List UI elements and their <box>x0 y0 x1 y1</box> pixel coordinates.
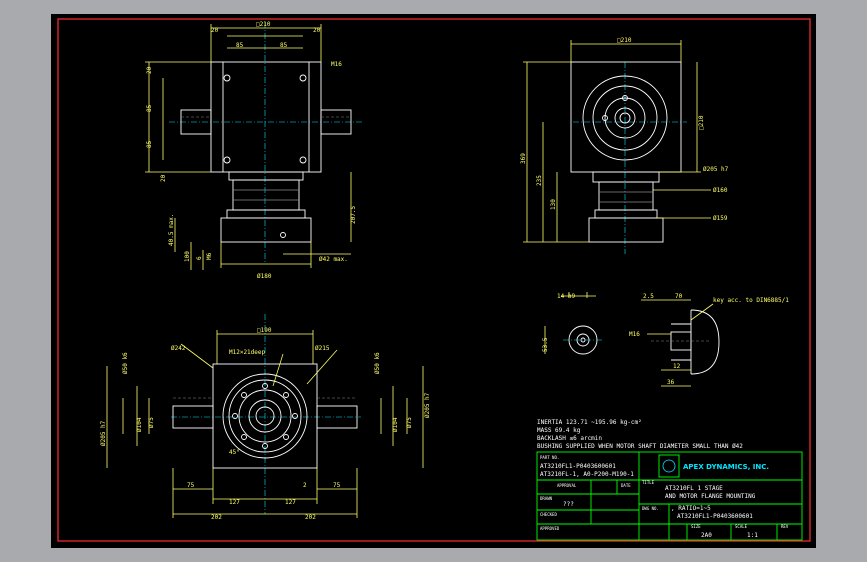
label-drawn: DRAWN <box>540 496 553 501</box>
dim-height-c: 6 <box>196 256 203 260</box>
dim-bolt-a: 85 <box>236 42 244 49</box>
spec-inertia: INERTIA 123.71 ~195.96 kg-cm² <box>537 419 642 426</box>
label-scale: SCALE <box>735 524 748 529</box>
part-no-1: AT3210FL1-P0403600601 <box>540 463 616 470</box>
dim-flange-od: Ø242 <box>171 345 186 352</box>
dim-total-height: 369 <box>520 153 527 164</box>
title-line-1: AT3210FL 1 STAGE <box>665 485 723 492</box>
dim-top-right: 20 <box>313 27 321 34</box>
dim-shaft-left: Ø50 k6 <box>122 352 129 374</box>
dim-left-d: 20 <box>160 174 167 182</box>
dim-key-offset: 12 <box>673 363 681 370</box>
drawn-value: ??? <box>563 501 574 508</box>
dim-center-height: 235 <box>536 175 543 186</box>
dim-flange-height: 130 <box>550 199 557 210</box>
shaft-detail: 14 h9 53.5 2.5 70 key acc. to DIN6885/1 … <box>542 292 789 387</box>
title-line-2: AND MOTOR FLANGE MOUNTING <box>665 493 756 500</box>
title-line-3: , RATIO=1~5 <box>671 505 711 512</box>
front-view: □190 Ø242 M12×21deep Ø215 Ø50 k6 Ø50 k6 … <box>100 314 431 521</box>
dim-shaft-right: Ø50 k6 <box>374 352 381 374</box>
dim-pilot-right: Ø205 h7 <box>424 392 431 418</box>
dim-key-length: 36 <box>667 379 675 386</box>
scale-value: 1:1 <box>747 532 758 539</box>
dim-left-shaft-len: 75 <box>187 482 195 489</box>
dim-thread-m6: M6 <box>206 252 213 260</box>
label-date: DATE <box>621 483 631 488</box>
dim-shaft-length: 70 <box>675 293 683 300</box>
size-value: 2A0 <box>701 532 712 539</box>
label-dwg-no: DWG NO. <box>642 506 659 511</box>
dim-tapped-holes: M12×21deep <box>229 349 266 356</box>
title-block: PART NO. AT3210FL1-P0403600601 AT3210FL-… <box>536 451 803 541</box>
dim-height-a: 207.5 <box>350 206 357 224</box>
dim-bore-left: Ø75 <box>148 417 155 428</box>
dim-hub-left: Ø104 <box>136 417 143 432</box>
dim-height-b: 100 <box>184 251 191 262</box>
dim-left-c: 20 <box>146 66 153 74</box>
spec-backlash: BACKLASH ≤6 arcmin <box>537 435 602 442</box>
dim-angle: 45° <box>229 449 240 456</box>
dim-thread-shaft: M16 <box>629 331 640 338</box>
dim-height-d: 40.5 max. <box>168 213 175 246</box>
dim-gap: 2 <box>303 482 307 489</box>
label-rev: REV <box>781 524 789 529</box>
dim-hub-right: Ø104 <box>392 417 399 432</box>
spec-bushing: BUSHING SUPPLIED WHEN MOTOR SHAFT DIAMET… <box>537 443 743 450</box>
dwg-no: AT3210FL1-P0403600601 <box>677 513 753 520</box>
sheet-border <box>57 18 811 542</box>
dim-right-total: 202 <box>305 514 316 521</box>
dim-right-shaft-len: 75 <box>333 482 341 489</box>
dim-thread-m16: M16 <box>331 61 342 68</box>
part-no-2: AT3210FL-1, A0-P200-M190-1 <box>540 471 634 478</box>
dim-front-width: □190 <box>257 327 272 334</box>
label-approval: APPROVAL <box>557 483 577 488</box>
dim-side-width: □210 <box>617 37 632 44</box>
dim-bore-right: Ø75 <box>406 417 413 428</box>
key-note: key acc. to DIN6885/1 <box>713 297 789 304</box>
side-view: □210 □210 369 235 130 Ø205 h7 Ø160 Ø159 <box>520 37 729 254</box>
dim-bolt-pcd: Ø215 <box>315 345 330 352</box>
dim-shaft-height: 53.5 <box>542 337 549 352</box>
dim-left-a: 85 <box>146 104 153 112</box>
drawing-sheet: 20 □210 20 85 85 M16 85 85 20 20 Ø180 Ø4… <box>51 14 816 548</box>
dim-top-left: 20 <box>211 27 219 34</box>
label-part-no: PART NO. <box>540 455 559 460</box>
label-title: TITLE <box>642 480 655 485</box>
dim-pilot-left: Ø205 h7 <box>100 420 107 446</box>
dim-left-half: 127 <box>229 499 240 506</box>
dim-bolt-circle: Ø160 <box>713 187 728 194</box>
label-checked: CHECKED <box>540 512 557 517</box>
dim-right-half: 127 <box>285 499 296 506</box>
company-name: APEX DYNAMICS, INC. <box>683 463 769 471</box>
dim-bolt-b: 85 <box>280 42 288 49</box>
dim-chamfer: 2.5 <box>643 293 654 300</box>
dim-key-width: 14 h9 <box>557 293 575 300</box>
spec-mass: MASS 69.4 kg <box>537 427 581 434</box>
top-view: 20 □210 20 85 85 M16 85 85 20 20 Ø180 Ø4… <box>145 21 363 280</box>
dim-pilot-dia: Ø205 h7 <box>703 166 729 173</box>
dim-left-total: 202 <box>211 514 222 521</box>
label-size: SIZE <box>691 524 701 529</box>
technical-drawing: 20 □210 20 85 85 M16 85 85 20 20 Ø180 Ø4… <box>57 18 811 542</box>
dim-body-dia: Ø159 <box>713 215 728 222</box>
specs-notes: INERTIA 123.71 ~195.96 kg-cm² MASS 69.4 … <box>537 419 743 450</box>
dim-flange-dia: Ø180 <box>257 273 272 280</box>
dim-top-width: □210 <box>256 21 271 28</box>
dim-side-height: □210 <box>698 115 705 130</box>
dim-motor-shaft: Ø42 max. <box>319 256 348 263</box>
label-approved: APPROVED <box>540 526 560 531</box>
dim-left-b: 85 <box>146 140 153 148</box>
